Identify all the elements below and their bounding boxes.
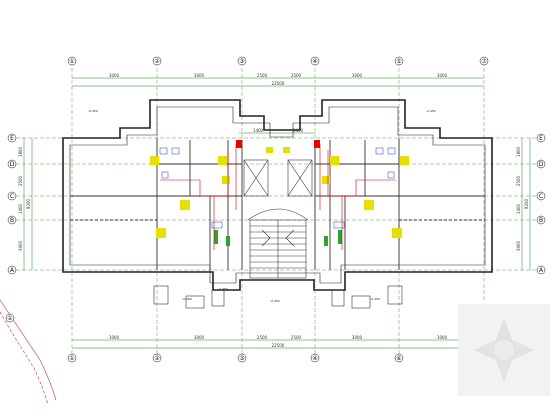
bottom-axis-labels: ① ② ③ ④ ⑥ — [69, 355, 401, 362]
dimension-label: 3000 — [437, 335, 448, 340]
fixtures — [159, 147, 396, 229]
dimension-label: 1400 — [18, 203, 23, 214]
dimension-label: 3900 — [516, 240, 521, 251]
level-marks: -0.450 -0.450 -0.450 -0.450 -0.450 -0.45… — [88, 109, 436, 303]
dimension-label: 1800 — [516, 146, 521, 157]
detail-marker — [5, 313, 15, 323]
top-axis-markers — [67, 56, 489, 66]
right-axis-markers — [536, 133, 546, 275]
axis-label-left: E — [10, 135, 14, 142]
bottom-axis-markers — [67, 353, 404, 363]
dimension-label: 1400 — [293, 128, 304, 133]
detail-marker-label: ① — [7, 315, 12, 322]
axis-label-left: B — [10, 217, 14, 224]
axis-label-left: C — [10, 193, 14, 200]
axis-label-right: E — [539, 135, 543, 142]
right-dimension-labels: 1800 2500 1400 3900 9200 — [516, 146, 529, 251]
piping-lines — [160, 144, 396, 250]
axis-label-right: D — [539, 161, 544, 168]
stair-core — [243, 159, 313, 279]
axis-label-bottom: ① — [69, 355, 74, 362]
top-axis-labels: ① ② ③ ④ ⑤ ⑦ — [69, 58, 487, 65]
level-mark: -0.450 — [88, 109, 98, 113]
right-axis-labels: E D C B A — [539, 135, 544, 274]
axis-label-bottom: ④ — [312, 355, 317, 362]
dimension-label: 1400 — [516, 203, 521, 214]
axis-label-bottom: ⑥ — [396, 355, 401, 362]
dimension-label: 2500 — [291, 335, 302, 340]
level-mark: -0.450 — [182, 297, 192, 301]
dimension-total: 9200 — [26, 198, 31, 209]
dimension-label: 3000 — [109, 335, 120, 340]
dimension-total: 22500 — [272, 343, 285, 348]
level-mark: -0.450 — [370, 297, 380, 301]
left-axis-labels: E D C B A — [10, 135, 15, 274]
top-dimension-labels: 3000 3000 2500 2500 3000 3000 22500 1400… — [109, 73, 448, 133]
watermark-logo — [458, 304, 550, 396]
axis-label-right: A — [539, 267, 544, 274]
dimension-label: 2500 — [516, 175, 521, 186]
dimension-total: 9200 — [524, 198, 529, 209]
left-axis-markers — [7, 133, 17, 275]
dimension-label: 2500 — [18, 175, 23, 186]
axis-label-bottom: ③ — [239, 355, 244, 362]
dimension-label: 3900 — [18, 240, 23, 251]
dimension-label: 3000 — [194, 335, 205, 340]
dimension-label: 2500 — [291, 73, 302, 78]
level-mark: -0.450 — [218, 287, 228, 291]
axis-label-top: ② — [154, 58, 160, 65]
dimension-label: 1400 — [253, 128, 264, 133]
dimension-label: 1800 — [18, 146, 23, 157]
dimension-lines — [23, 77, 531, 349]
bottom-bays — [153, 285, 403, 309]
axis-label-left: A — [10, 267, 15, 274]
axis-label-top: ③ — [239, 58, 244, 65]
axis-label-right: C — [539, 193, 543, 200]
equipment-marks — [150, 140, 409, 246]
axis-label-top: ① — [69, 58, 74, 65]
dimension-label: 2500 — [257, 73, 268, 78]
axis-label-top: ⑦ — [481, 58, 487, 65]
dimension-label: 3000 — [109, 73, 120, 78]
left-dimension-labels: 1800 2500 1400 3900 9200 — [18, 146, 31, 251]
axis-label-left: D — [10, 161, 15, 168]
axis-label-top: ⑤ — [396, 58, 401, 65]
dimension-label: 2500 — [257, 335, 268, 340]
building-outline — [62, 99, 493, 291]
level-mark: -0.450 — [270, 299, 280, 303]
dimension-label: 3000 — [352, 73, 363, 78]
dimension-label: 3000 — [437, 73, 448, 78]
level-mark: -0.450 — [426, 109, 436, 113]
axis-label-top: ④ — [312, 58, 317, 65]
dimension-label: 3000 — [352, 335, 363, 340]
dimension-label: 3000 — [194, 73, 205, 78]
axis-label-right: B — [539, 217, 543, 224]
dimension-total: 22500 — [272, 81, 285, 86]
axis-label-bottom: ② — [154, 355, 160, 362]
bottom-dimension-labels: 3000 3000 2500 2500 3000 3000 22500 — [109, 335, 448, 348]
